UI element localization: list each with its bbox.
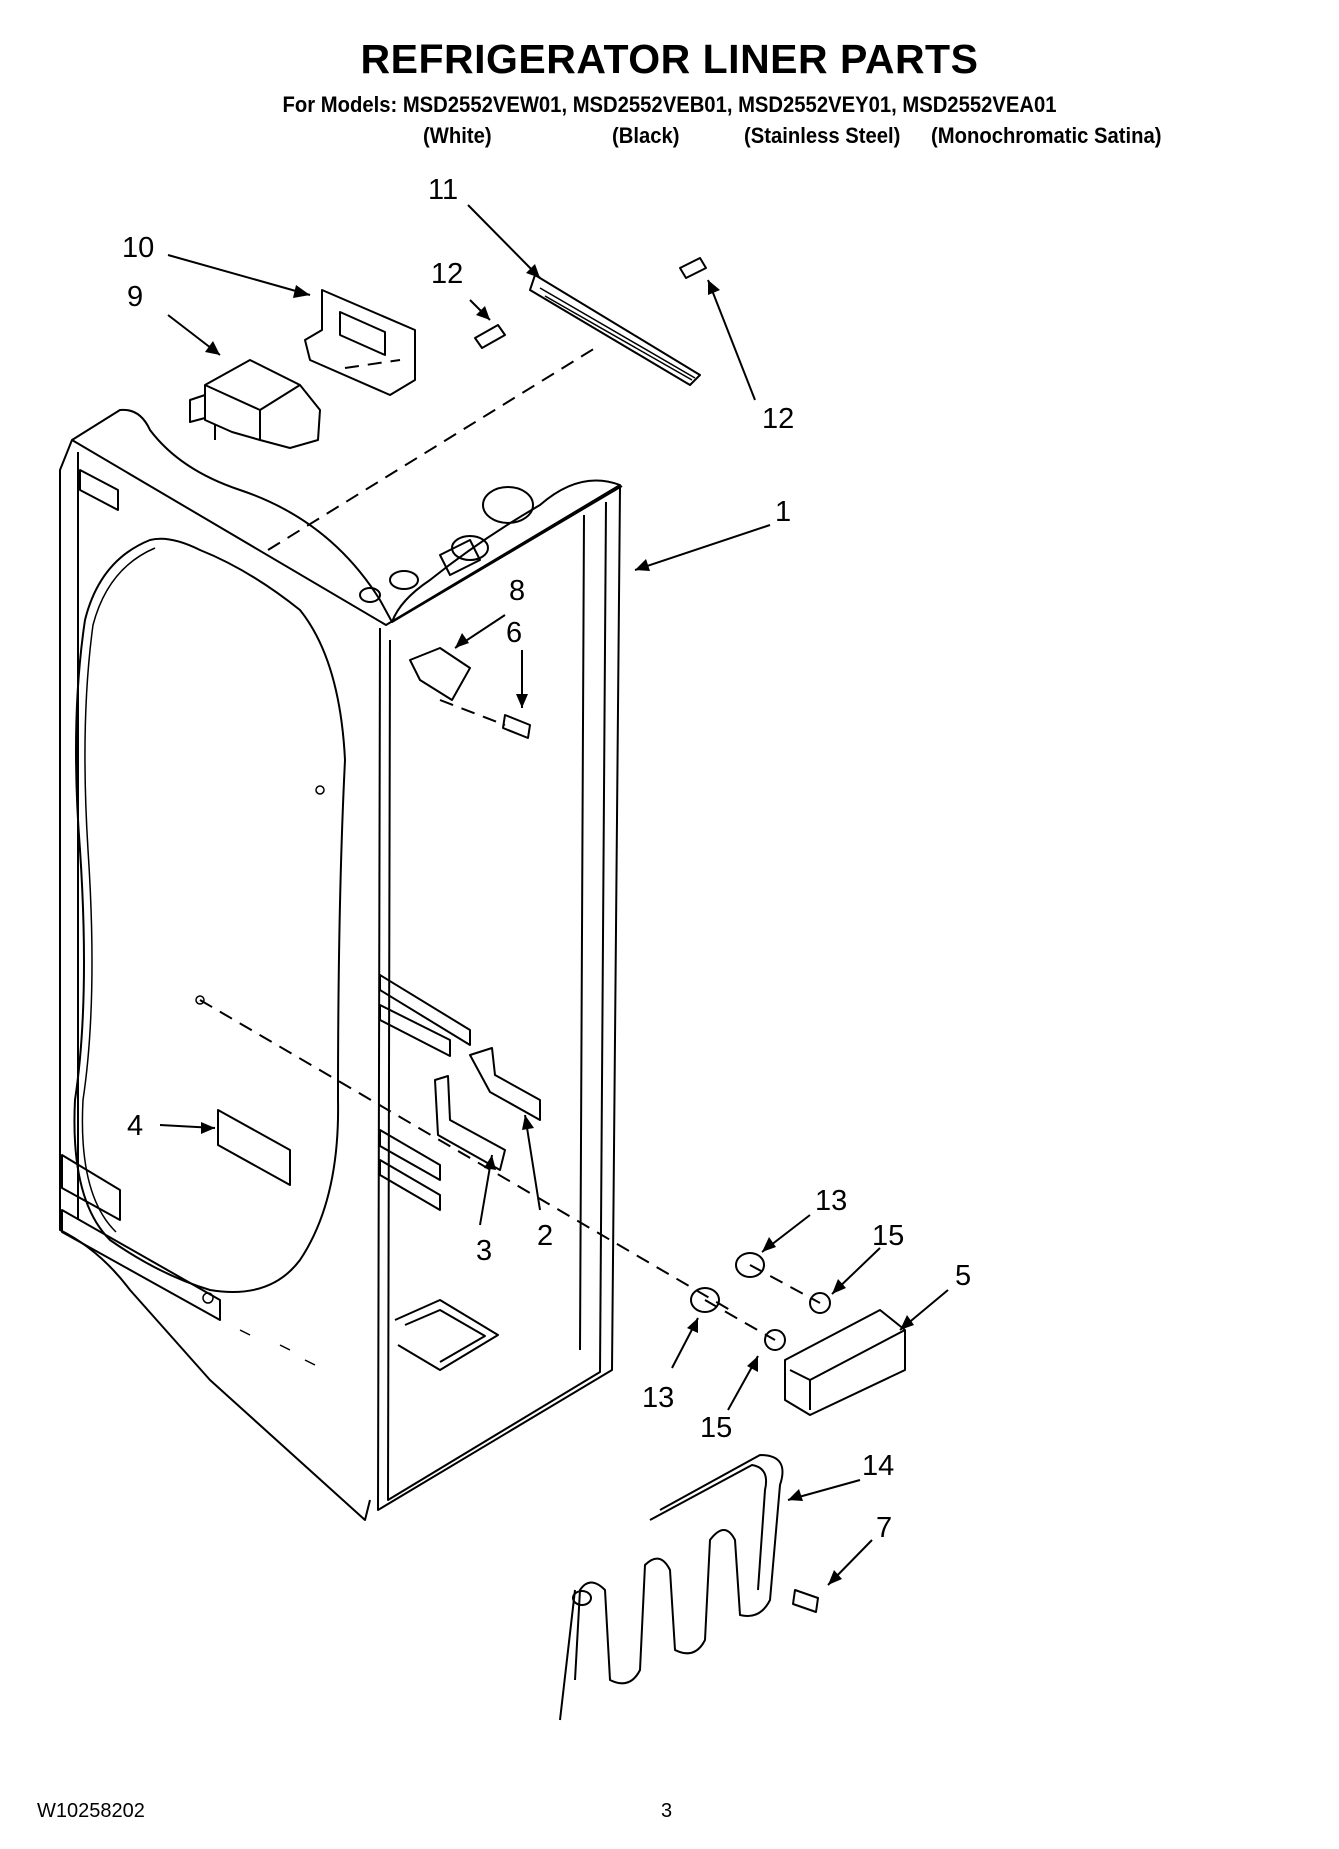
page-title: REFRIGERATOR LINER PARTS [360, 36, 979, 82]
variant-stainless: (Stainless Steel) [744, 123, 901, 148]
part-2-drawing [469, 1047, 541, 1121]
callout-8: 8 [509, 575, 525, 607]
callout-12b: 12 [762, 403, 794, 435]
part-11-drawing [529, 274, 701, 386]
variant-satina: (Monochromatic Satina) [931, 123, 1162, 148]
part-5-drawing [784, 1309, 906, 1416]
callout-7: 7 [876, 1512, 892, 1544]
callout-11: 11 [428, 174, 458, 206]
callout-12a: 12 [431, 258, 463, 290]
part-9-drawing [189, 359, 321, 449]
part-10-drawing [304, 289, 416, 396]
leader-lines [159, 204, 949, 1586]
callout-3: 3 [476, 1235, 492, 1267]
callout-5: 5 [955, 1260, 971, 1292]
screw-12a-drawing [474, 324, 506, 349]
variant-white: (White) [423, 123, 492, 148]
callout-2: 2 [537, 1220, 553, 1252]
callout-6: 6 [506, 617, 522, 649]
liner-drawing [59, 408, 623, 1521]
screw-12b-drawing [679, 257, 707, 279]
part-4-drawing [217, 1109, 291, 1186]
callout-15b: 15 [700, 1412, 732, 1444]
callout-13a: 13 [815, 1185, 847, 1217]
screw-6-drawing [502, 714, 531, 739]
variant-black: (Black) [612, 123, 680, 148]
callout-9: 9 [127, 281, 143, 313]
callout-4: 4 [127, 1110, 143, 1142]
document-code: W10258202 [37, 1800, 145, 1822]
callout-10: 10 [122, 232, 154, 264]
models-line: For Models: MSD2552VEW01, MSD2552VEB01, … [282, 92, 1057, 117]
part-14-drawing [559, 1454, 784, 1721]
part-8-drawing [409, 647, 471, 701]
part-3-drawing [434, 1075, 506, 1171]
callout-1: 1 [775, 496, 791, 528]
callout-14: 14 [862, 1450, 894, 1482]
callout-13b: 13 [642, 1382, 674, 1414]
callout-15a: 15 [872, 1220, 904, 1252]
page-number: 3 [661, 1800, 673, 1822]
screw-7-drawing [792, 1589, 819, 1613]
